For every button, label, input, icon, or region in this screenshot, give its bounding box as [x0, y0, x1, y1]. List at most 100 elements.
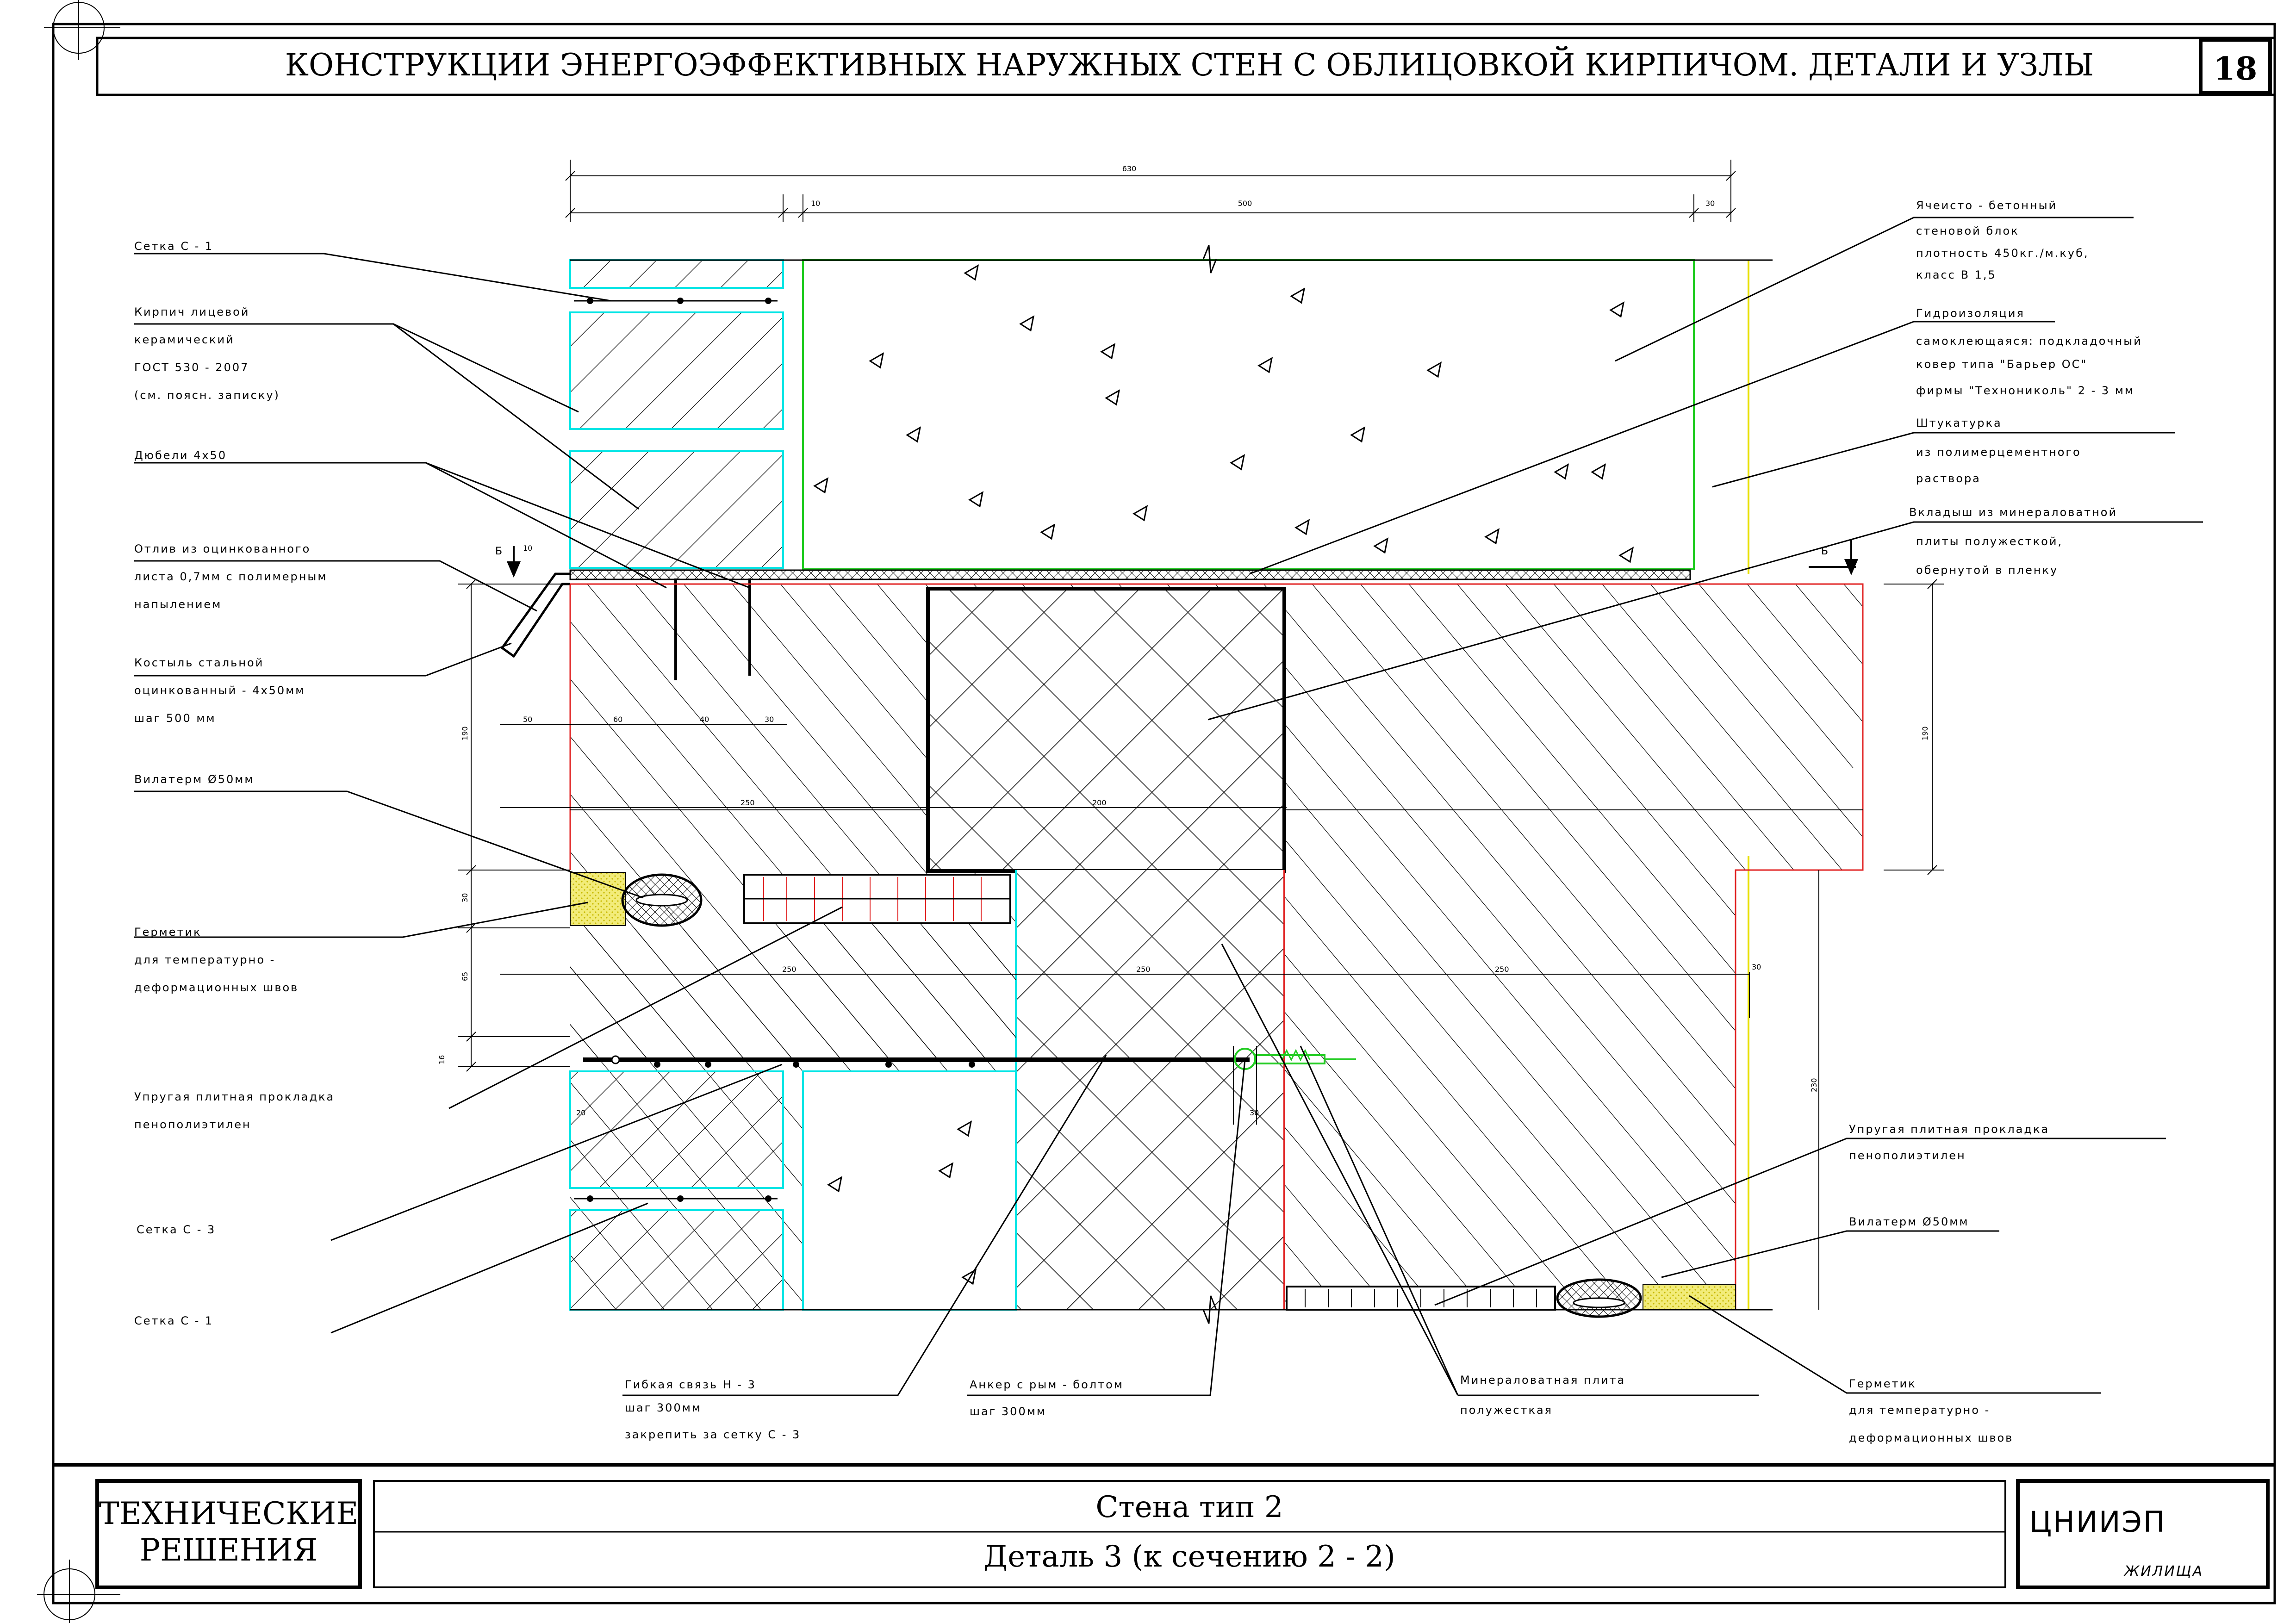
svg-text:50: 50 — [523, 715, 532, 724]
dimension-lines — [458, 160, 1944, 1310]
label-sealant-right: Герметик — [1849, 1377, 1916, 1390]
brick-veneer-lower — [569, 928, 1017, 1311]
footer-org-subname: ЖИЛИЩА — [2123, 1563, 2203, 1579]
label-drip: Отлив из оцинкованного — [134, 542, 311, 555]
label-waterproofing: Гидроизоляция — [1916, 307, 2025, 320]
page-title: КОНСТРУКЦИИ ЭНЕРГОЭФФЕКТИВНЫХ НАРУЖНЫХ С… — [285, 46, 2094, 83]
label-aerated-block: Ячеисто - бетонный — [1916, 199, 2057, 212]
svg-text:для температурно -: для температурно - — [1849, 1404, 1990, 1417]
svg-text:10: 10 — [523, 544, 532, 553]
svg-text:фирмы "Технониколь" 2 - 3 м: фирмы "Технониколь" 2 - 3 мм — [1916, 384, 2134, 397]
labels-bottom: Гибкая связь Н - 3 шаг 300мм закрепить з… — [625, 1374, 1625, 1441]
svg-text:60: 60 — [613, 715, 622, 724]
brick-veneer-upper — [569, 259, 784, 569]
label-anchor: Анкер с рым - болтом — [970, 1378, 1124, 1391]
sealant-left — [570, 872, 626, 926]
section-mark-left-label: Б — [495, 546, 502, 557]
svg-text:30: 30 — [1705, 199, 1715, 208]
svg-text:200: 200 — [1092, 798, 1107, 807]
footer-left-line2: РЕШЕНИЯ — [140, 1532, 318, 1568]
label-dowels: Дюбели 4х50 — [134, 449, 227, 462]
svg-text:30: 30 — [460, 893, 469, 902]
mesh-c1-bottom — [574, 1195, 778, 1202]
label-sealant-left: Герметик — [134, 926, 202, 939]
svg-text:деформационных швов: деформационных швов — [134, 981, 299, 994]
svg-text:230: 230 — [1810, 1078, 1818, 1092]
svg-text:полужесткая: полужесткая — [1460, 1404, 1553, 1417]
section-mark-right — [1809, 539, 1859, 576]
label-vilaterm-left: Вилатерм Ø50мм — [134, 773, 254, 786]
mineral-wool-plate — [1015, 870, 1285, 1310]
label-mesh-c1-bottom: Сетка С - 1 — [134, 1314, 213, 1327]
leader-lines — [134, 217, 2203, 1396]
svg-text:оцинкованный - 4х50мм: оцинкованный - 4х50мм — [134, 684, 305, 697]
svg-text:самоклеющаяся: подкладочный: самоклеющаяся: подкладочный — [1916, 335, 2142, 348]
svg-text:напылением: напылением — [134, 598, 222, 611]
svg-text:500: 500 — [1238, 199, 1252, 208]
label-pe-pad-left: Упругая плитная прокладка — [134, 1090, 335, 1103]
svg-text:шаг 300мм: шаг 300мм — [970, 1405, 1046, 1418]
svg-text:керамический: керамический — [134, 333, 235, 346]
svg-text:класс В 1,5: класс В 1,5 — [1916, 268, 1997, 281]
section-mark-right-label: Б — [1821, 546, 1828, 557]
svg-text:плотность 450кг./м.куб,: плотность 450кг./м.куб, — [1916, 247, 2089, 260]
footer-sheet-name: Стена тип 2 — [1095, 1490, 1283, 1524]
labels-right: Ячеисто - бетонный стеновой блок плотнос… — [1849, 199, 2142, 1444]
label-flex-tie: Гибкая связь Н - 3 — [625, 1378, 756, 1391]
svg-text:190: 190 — [460, 726, 469, 740]
svg-text:30: 30 — [765, 715, 774, 724]
svg-text:630: 630 — [1122, 164, 1137, 173]
svg-text:250: 250 — [740, 798, 755, 807]
svg-text:раствора: раствора — [1916, 472, 1981, 485]
label-mw-plate: Минераловатная плита — [1460, 1374, 1625, 1387]
svg-text:деформационных швов: деформационных швов — [1849, 1431, 2013, 1444]
footer-detail-name: Деталь 3 (к сечению 2 - 2) — [983, 1540, 1395, 1574]
label-mesh-c1-top: Сетка С - 1 — [134, 240, 213, 253]
svg-text:шаг 500 мм: шаг 500 мм — [134, 712, 216, 725]
svg-text:(см. поясн. записку): (см. поясн. записку) — [134, 389, 280, 402]
svg-text:250: 250 — [1495, 965, 1509, 974]
svg-text:16: 16 — [437, 1055, 446, 1064]
label-bracket: Костыль стальной — [134, 656, 264, 669]
svg-text:190: 190 — [1921, 726, 1929, 740]
labels-left: Сетка С - 1 Кирпич лицевой керамический … — [134, 240, 335, 1327]
svg-text:обернутой в пленку: обернутой в пленку — [1916, 564, 2058, 577]
svg-text:листа 0,7мм с полимерным: листа 0,7мм с полимерным — [134, 570, 327, 583]
svg-text:40: 40 — [700, 715, 709, 724]
footer-org-name: ЦНИИЭП — [2029, 1505, 2166, 1539]
svg-text:250: 250 — [782, 965, 796, 974]
svg-text:плиты полужесткой,: плиты полужесткой, — [1916, 535, 2063, 548]
aerated-concrete-block — [802, 259, 1695, 570]
svg-text:ГОСТ 530 - 2007: ГОСТ 530 - 2007 — [134, 361, 249, 374]
svg-text:закрепить за сетку С - 3: закрепить за сетку С - 3 — [625, 1428, 801, 1441]
svg-text:стеновой блок: стеновой блок — [1916, 224, 2019, 237]
page-number: 18 — [2214, 50, 2258, 87]
svg-text:65: 65 — [460, 972, 469, 981]
label-vilaterm-right: Вилатерм Ø50мм — [1849, 1215, 1969, 1228]
label-mw-insert: Вкладыш из минераловатной — [1909, 506, 2117, 519]
label-mesh-c3: Сетка С - 3 — [137, 1223, 216, 1236]
svg-text:30: 30 — [1752, 963, 1761, 971]
label-facing-brick: Кирпич лицевой — [134, 305, 249, 318]
svg-text:250: 250 — [1136, 965, 1151, 974]
svg-text:ковер типа "Барьер ОС": ковер типа "Барьер ОС" — [1916, 358, 2087, 371]
waterproofing-strip — [569, 569, 1691, 580]
svg-text:30: 30 — [1250, 1108, 1259, 1117]
mesh-c1-top — [574, 298, 778, 304]
anchor-eye-bolt — [1018, 1048, 1356, 1070]
svg-text:20: 20 — [576, 1108, 585, 1117]
section-mark-left — [506, 546, 521, 578]
svg-text:для температурно -: для температурно - — [134, 953, 275, 966]
drip-flashing — [500, 572, 570, 658]
label-pe-pad-right: Упругая плитная прокладка — [1849, 1123, 2049, 1136]
svg-text:пенополиэтилен: пенополиэтилен — [1849, 1149, 1966, 1162]
frame — [37, 0, 2276, 1623]
svg-text:10: 10 — [811, 199, 820, 208]
svg-text:из полимерцементного: из полимерцементного — [1916, 446, 2081, 459]
label-plaster: Штукатурка — [1916, 417, 2002, 429]
svg-text:шаг 300мм: шаг 300мм — [625, 1401, 702, 1414]
dimension-texts: 630 10 500 30 10 50 60 40 30 250 200 250… — [437, 164, 1929, 1117]
footer-left-line1: ТЕХНИЧЕСКИЕ — [99, 1496, 359, 1531]
sealant-right — [1643, 1284, 1736, 1310]
